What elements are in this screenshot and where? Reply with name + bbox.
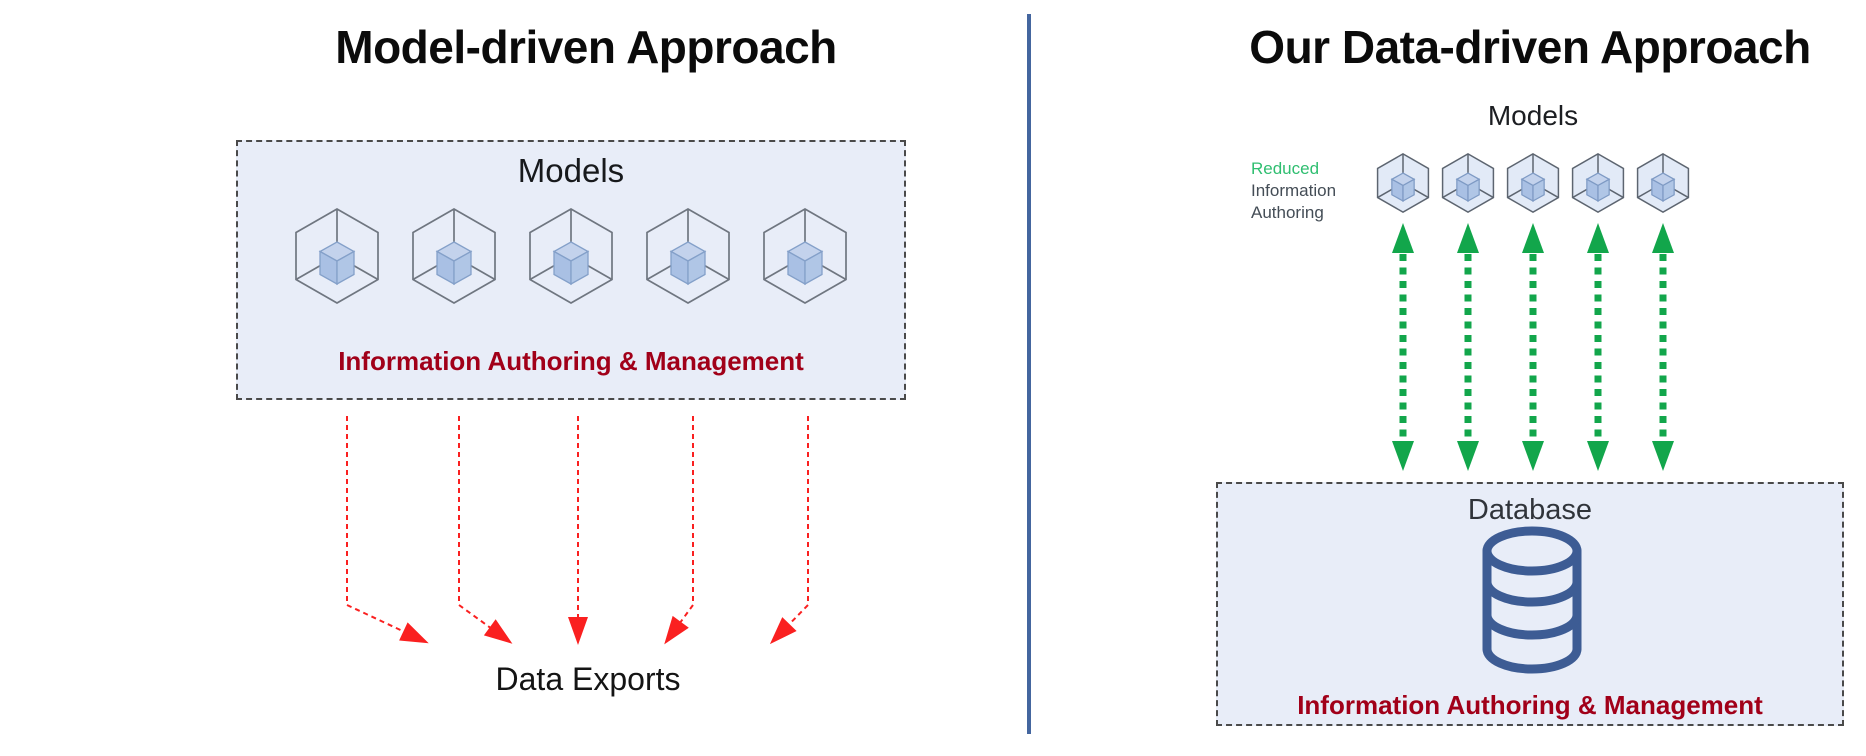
annotation-line: Reduced bbox=[1251, 159, 1320, 178]
export-arrows-icon bbox=[346, 416, 809, 645]
right-panel-title: Our Data-driven Approach bbox=[1249, 21, 1811, 73]
left-panel-title: Model-driven Approach bbox=[335, 21, 837, 73]
model-cube-icon bbox=[1376, 153, 1430, 213]
model-cube-icon bbox=[763, 208, 847, 304]
model-cube-icon bbox=[1441, 153, 1495, 213]
sync-arrows-icon bbox=[1392, 223, 1674, 471]
panel-divider bbox=[1027, 14, 1031, 734]
model-cube-icon bbox=[1571, 153, 1625, 213]
database-cylinder-icon bbox=[1482, 526, 1582, 674]
reduced-authoring-annotation: Reduced Information Authoring bbox=[1251, 158, 1336, 224]
right-models-cube-row bbox=[1372, 152, 1694, 214]
right-models-label: Models bbox=[1487, 100, 1579, 131]
data-exports-label: Data Exports bbox=[495, 661, 681, 697]
database-box-caption: Information Authoring & Management bbox=[1297, 690, 1763, 720]
model-cube-icon bbox=[529, 208, 613, 304]
annotation-line: Authoring bbox=[1251, 203, 1324, 222]
annotation-line: Information bbox=[1251, 181, 1337, 200]
model-cube-icon bbox=[646, 208, 730, 304]
model-cube-icon bbox=[412, 208, 496, 304]
models-box-label: Models bbox=[517, 152, 625, 189]
models-cube-row bbox=[238, 206, 904, 306]
models-box-caption: Information Authoring & Management bbox=[338, 346, 804, 376]
models-box: Models Information Authoring & Managemen… bbox=[236, 140, 906, 400]
model-cube-icon bbox=[1506, 153, 1560, 213]
database-box-label: Database bbox=[1467, 494, 1593, 526]
database-box: Database Information Authoring & Managem… bbox=[1216, 482, 1844, 726]
model-cube-icon bbox=[295, 208, 379, 304]
model-cube-icon bbox=[1636, 153, 1690, 213]
